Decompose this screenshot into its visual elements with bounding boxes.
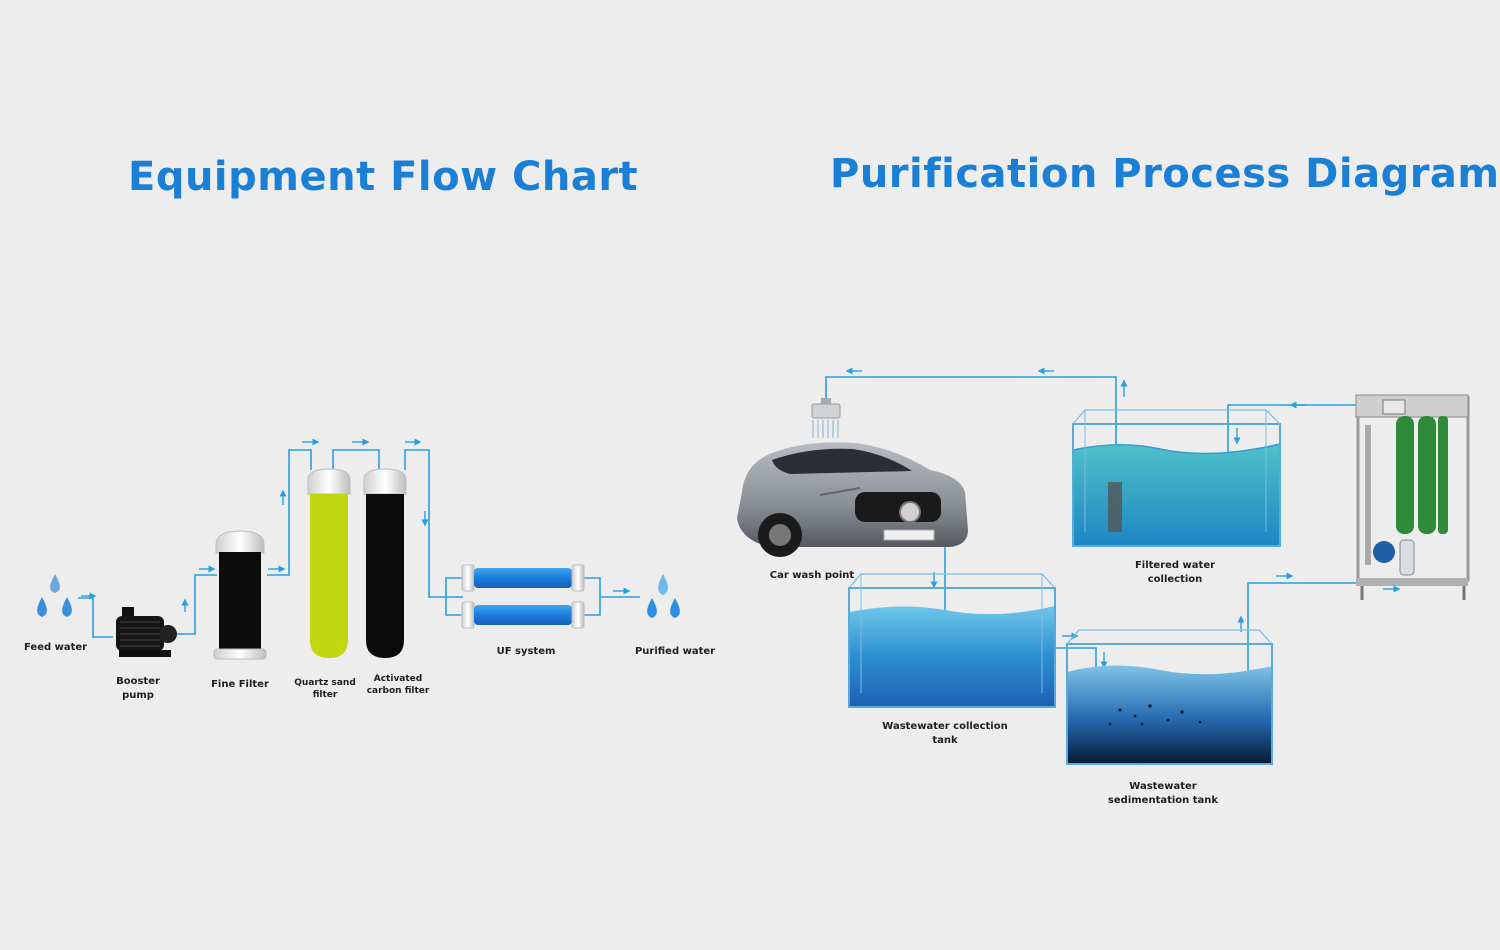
process-diagram: Car wash point Filtered water collection… xyxy=(737,367,1470,806)
quartz-sand-filter-icon xyxy=(307,468,351,658)
process-diagram-title: Purification Process Diagram xyxy=(830,151,1500,197)
sedimentation-label-2: sedimentation tank xyxy=(1108,795,1218,806)
car-wash-label: Car wash point xyxy=(770,570,855,581)
purification-machine-icon xyxy=(1355,394,1470,600)
sedimentation-label-1: Wastewater xyxy=(1129,781,1196,792)
uf-system-icon xyxy=(461,564,585,629)
fine-filter-label: Fine Filter xyxy=(211,679,269,690)
activated-carbon-filter-icon xyxy=(363,468,407,658)
booster-pump-label-2: pump xyxy=(122,690,154,701)
quartz-sand-label-1: Quartz sand xyxy=(294,678,356,688)
booster-pump-label-1: Booster xyxy=(116,676,160,687)
filtered-water-label-1: Filtered water xyxy=(1135,560,1215,571)
uf-system-label: UF system xyxy=(497,646,556,657)
booster-pump-icon xyxy=(116,607,177,657)
filtered-water-tank xyxy=(1072,409,1281,547)
purified-water-label: Purified water xyxy=(635,646,715,657)
car-icon xyxy=(737,442,968,557)
feed-water-drops-icon xyxy=(37,574,72,617)
flow-arrows xyxy=(81,438,631,612)
activated-carbon-label-2: carbon filter xyxy=(367,686,430,696)
wastewater-collection-label-1: Wastewater collection xyxy=(882,721,1007,732)
sedimentation-tank xyxy=(1066,629,1273,765)
flow-pipes xyxy=(78,449,640,638)
fine-filter-icon xyxy=(213,530,267,660)
wastewater-collection-label-2: tank xyxy=(932,735,958,746)
wastewater-collection-tank xyxy=(848,573,1056,708)
purified-water-drops-icon xyxy=(647,574,680,618)
activated-carbon-label-1: Activated xyxy=(374,674,422,684)
shower-head-icon xyxy=(811,398,841,438)
flow-chart: Feed water Booster pump Fine Filter xyxy=(24,438,715,701)
filtered-water-label-2: collection xyxy=(1148,574,1203,585)
flow-chart-title: Equipment Flow Chart xyxy=(128,154,639,200)
quartz-sand-label-2: filter xyxy=(313,690,338,700)
feed-water-label: Feed water xyxy=(24,642,87,653)
